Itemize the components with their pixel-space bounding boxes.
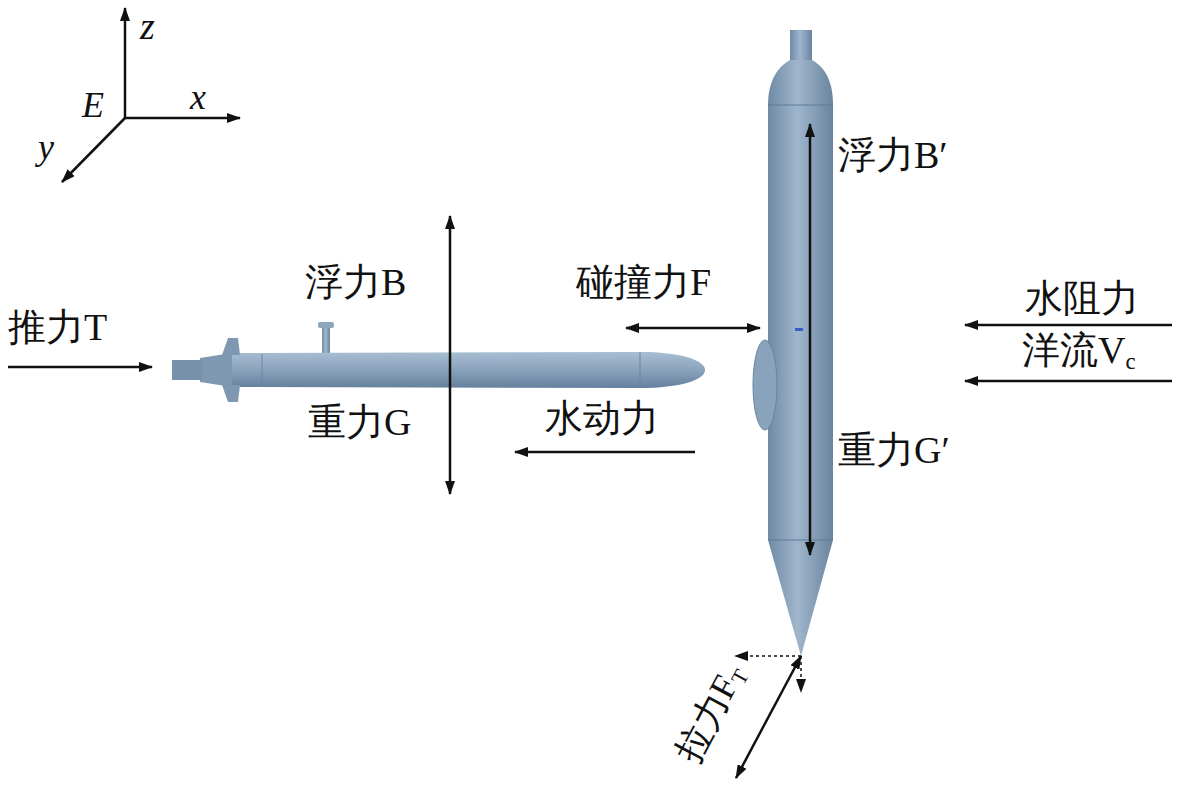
force-label: 洋流V [1022, 329, 1125, 371]
label-group: x [190, 78, 206, 118]
label-group: 水阻力 [1025, 278, 1139, 320]
label-group: E [82, 86, 104, 126]
force-label: 重力G [308, 401, 411, 443]
force-label: 碰撞力F [576, 261, 711, 303]
label-group: 拉力FT [669, 658, 756, 771]
label-group: 重力G [308, 402, 411, 444]
force-label: 推力T [8, 306, 107, 348]
label-group: 洋流Vc [1022, 330, 1136, 374]
label-group: 碰撞力F [576, 262, 711, 304]
label-group: 水动力 [545, 398, 659, 440]
docking-station [753, 30, 833, 656]
subscript: c [1125, 349, 1135, 374]
label-group: 重力G′ [838, 430, 950, 472]
axis-label: y [38, 127, 54, 167]
label-group: 浮力B [305, 262, 406, 304]
force-label: 浮力B′ [838, 134, 948, 176]
label-group: y [38, 128, 54, 168]
force-label: 重力G′ [838, 429, 950, 471]
force-label: 水阻力 [1025, 277, 1139, 319]
label-group: z [140, 6, 155, 48]
force-label: 水动力 [545, 397, 659, 439]
axis-label: z [140, 5, 155, 47]
force-arrows [8, 124, 1172, 778]
auv-body [172, 322, 705, 402]
force-label: 拉力F [668, 669, 747, 769]
axis-label: x [190, 77, 206, 117]
origin-label: E [82, 85, 104, 125]
force-label: 浮力B [305, 261, 406, 303]
label-group: 推力T [8, 307, 107, 349]
label-group: 浮力B′ [838, 135, 948, 177]
